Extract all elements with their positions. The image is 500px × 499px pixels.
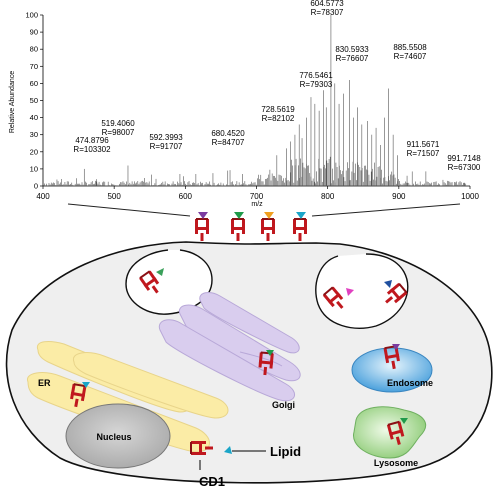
peak-resolution-label: R=71507 xyxy=(407,149,440,158)
cell: ER Golgi Nucleus Endosome Lysosome xyxy=(5,212,493,489)
y-tick-label: 10 xyxy=(30,164,38,173)
lipid-antigen-icon xyxy=(234,212,244,219)
peak-mz-label: 592.3993 xyxy=(149,133,183,142)
cd1-molecule xyxy=(195,218,209,241)
cd1-molecule xyxy=(293,218,307,241)
lipid-antigen-icon xyxy=(400,418,408,424)
x-tick-label: 400 xyxy=(36,192,50,201)
lipid-antigen-icon xyxy=(392,344,400,350)
x-axis-ticks: 400 500 600 700 800 900 1000 xyxy=(36,186,479,201)
cd1-legend xyxy=(190,441,266,470)
peak-mz-label: 776.5461 xyxy=(299,71,333,80)
peak-resolution-label: R=67300 xyxy=(448,163,481,172)
peak-resolution-label: R=84707 xyxy=(212,138,245,147)
spectrum-ylabel: Relative Abundance xyxy=(9,71,16,133)
peak-mz-label: 680.4520 xyxy=(211,129,245,138)
endocytic-pit-left xyxy=(125,249,213,315)
peak-resolution-label: R=76607 xyxy=(336,54,369,63)
peak-resolution-label: R=98007 xyxy=(102,128,135,137)
peak-mz-label: 728.5619 xyxy=(261,105,295,114)
endosome-label: Endosome xyxy=(387,378,433,388)
cd1-molecule xyxy=(231,218,245,241)
peak-resolution-label: R=91707 xyxy=(150,142,183,151)
y-tick-label: 60 xyxy=(30,79,38,88)
mass-spectrum: Relative Abundance 0 10 20 30 40 50 60 70 80 90 10… xyxy=(9,0,481,208)
peak-resolution-label: R=74607 xyxy=(394,52,427,61)
peak-mz-label: 991.7148 xyxy=(447,154,481,163)
nucleus-label: Nucleus xyxy=(96,432,131,442)
nucleus xyxy=(65,403,171,469)
cd1-surface-molecules xyxy=(195,212,307,241)
x-tick-label: 500 xyxy=(107,192,121,201)
y-tick-label: 90 xyxy=(30,28,38,37)
peak-labels: 474.8796R=103302519.4060R=98007592.3993R… xyxy=(73,0,481,172)
peak-mz-label: 830.5933 xyxy=(335,45,369,54)
golgi-label: Golgi xyxy=(272,400,295,410)
cd1-molecule xyxy=(261,218,275,241)
lysosome-label: Lysosome xyxy=(374,458,418,468)
peak-resolution-label: R=82102 xyxy=(262,114,295,123)
lipid-label: Lipid xyxy=(270,444,301,459)
lipid-antigen-icon xyxy=(264,212,274,219)
endosome xyxy=(351,347,433,393)
peak-mz-label: 519.4060 xyxy=(101,119,135,128)
x-tick-label: 800 xyxy=(321,192,335,201)
y-tick-label: 70 xyxy=(30,62,38,71)
y-tick-label: 100 xyxy=(25,11,38,20)
lipid-antigen-icon xyxy=(346,288,354,296)
zoom-lines xyxy=(67,203,461,217)
peak-resolution-label: R=79303 xyxy=(300,80,333,89)
spectrum-xlabel: m/z xyxy=(251,201,263,208)
er-label: ER xyxy=(38,378,51,388)
y-tick-label: 50 xyxy=(30,96,38,105)
peak-resolution-label: R=103302 xyxy=(73,145,111,154)
x-tick-label: 600 xyxy=(179,192,193,201)
lipid-antigen-icon xyxy=(296,212,306,219)
y-tick-label: 20 xyxy=(30,147,38,156)
cd1-label: CD1 xyxy=(199,474,225,489)
x-tick-label: 1000 xyxy=(461,192,479,201)
y-tick-label: 0 xyxy=(34,182,38,191)
lipid-antigen-icon xyxy=(82,382,90,388)
lipid-antigen-icon xyxy=(384,280,392,288)
lipid-antigen-icon xyxy=(266,350,274,356)
endocytic-pit-right xyxy=(315,253,409,329)
lipid-antigen-icon xyxy=(198,212,208,219)
y-axis-ticks: 0 10 20 30 40 50 60 70 80 90 100 xyxy=(25,11,43,191)
x-tick-label: 700 xyxy=(250,192,264,201)
y-tick-label: 30 xyxy=(30,130,38,139)
x-tick-label: 900 xyxy=(392,192,406,201)
lipid-antigen-icon xyxy=(224,446,232,454)
peak-mz-label: 474.8796 xyxy=(75,136,109,145)
peak-mz-label: 911.5671 xyxy=(407,140,440,149)
peak-mz-label: 604.5773 xyxy=(310,0,344,8)
peak-resolution-label: R=78307 xyxy=(311,8,344,17)
peak-mz-label: 885.5508 xyxy=(393,43,427,52)
spectrum-trace xyxy=(44,15,469,186)
lipid-antigen-icon xyxy=(156,268,164,276)
y-tick-label: 80 xyxy=(30,45,38,54)
y-tick-label: 40 xyxy=(30,113,38,122)
